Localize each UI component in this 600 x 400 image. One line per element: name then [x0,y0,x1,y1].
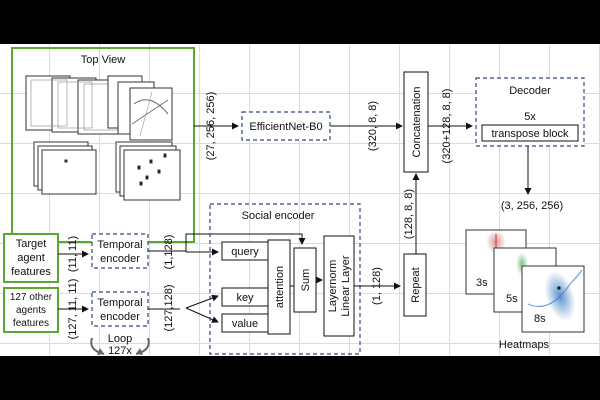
temporal-encoder-top-line-1: Temporal [97,239,142,251]
top-view-title: Top View [81,54,125,66]
layernorm-linear-block[interactable] [323,235,355,337]
social-encoder-title: Social encoder [242,210,315,222]
heatmap-8s-label: 8s [534,313,546,325]
transpose-block-label: transpose block [491,128,569,140]
other-agents-line-1: 127 other [10,292,53,303]
backbone-output-shape: (320, 8, 8) [367,101,379,151]
linear-layer-label: Linear Layer [340,255,352,316]
backbone-input-shape: (27, 256, 256) [205,92,217,161]
other-agents-box[interactable] [3,287,59,333]
attention-label: attention [274,266,286,308]
heatmap-3s-label: 3s [476,277,488,289]
concatenation-block[interactable] [403,71,429,173]
decoder-repeat-count: 5x [524,111,536,123]
concat-output-shape: (320+128, 8, 8) [441,89,453,164]
decoder-title: Decoder [509,85,551,97]
temporal-encoder-bottom[interactable] [91,291,149,327]
transpose-block[interactable] [481,124,579,142]
decoder-output-shape: (3, 256, 256) [501,200,563,212]
repeat-block[interactable] [403,253,427,317]
target-agent-shape: (11, 11) [67,236,79,272]
social-encoder-output-shape: (1, 128) [371,267,383,305]
attention-block[interactable] [267,239,291,335]
repeat-output-shape: (128, 8, 8) [403,189,415,239]
efficientnet-label: EfficientNet-B0 [249,121,322,133]
temporal-encoder-bottom-line-2: encoder [100,311,140,323]
architecture-diagram: Top View (27, 256, 256) E [3,47,585,357]
repeat-label: Repeat [410,267,422,302]
efficientnet-block[interactable] [241,111,331,141]
agent-layers-stack-right [115,141,181,201]
agent-layers-stack [33,141,97,195]
sum-label: Sum [300,269,312,292]
temporal-bottom-output-shape: (127,128) [163,284,175,331]
target-agent-line-2: agent [17,252,45,264]
key-label: key [236,292,254,304]
layernorm-label: Layernorm [327,260,339,313]
heatmap-5s-label: 5s [506,293,518,305]
social-encoder-frame[interactable] [209,203,361,355]
loop-icon [90,337,150,355]
concatenation-label: Concatenation [411,87,423,158]
value-label: value [232,318,258,330]
map-layers-stack-right [107,75,173,141]
other-agents-shape: (127, 11, 11) [67,279,79,340]
temporal-encoder-top-line-2: encoder [100,253,140,265]
temporal-encoder-top[interactable] [91,233,149,269]
loop-label: Loop [108,333,132,345]
target-agent-line-3: features [11,266,51,278]
heatmap-8s: 8s [521,265,585,333]
heatmaps-title: Heatmaps [499,339,550,351]
temporal-encoder-bottom-line-1: Temporal [97,297,142,309]
other-agents-line-2: agents [16,305,46,316]
loop-count: 127x [108,345,132,356]
other-agents-line-3: features [13,318,49,329]
target-agent-line-1: Target [16,238,47,250]
target-agent-box[interactable] [3,233,59,283]
temporal-top-output-shape: (1,128) [163,235,175,270]
diagram-canvas: Top View (27, 256, 256) E [0,44,600,357]
query-label: query [231,246,259,258]
